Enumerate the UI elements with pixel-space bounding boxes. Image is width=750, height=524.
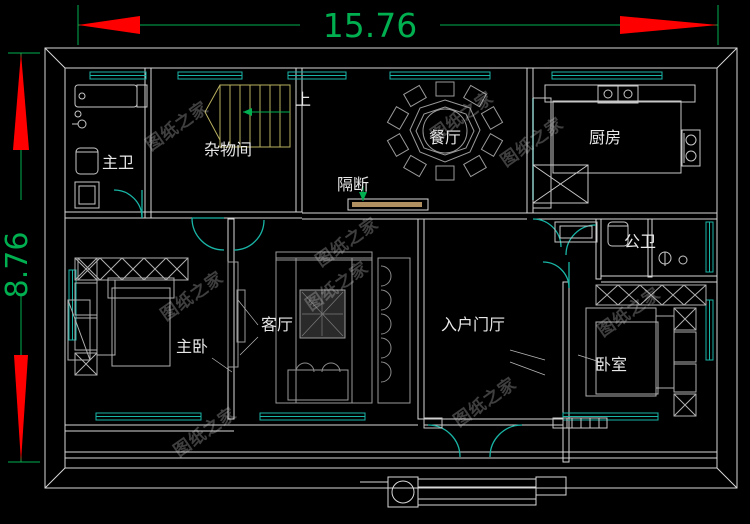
kitchen-fixtures [532, 84, 701, 243]
partition-element [347, 186, 429, 211]
label-master-bath: 主卫 [102, 153, 134, 172]
leader-lines [211, 299, 601, 376]
label-dining: 餐厅 [429, 128, 461, 147]
interior-walls [65, 67, 717, 463]
master-bath-fixtures [72, 84, 148, 209]
label-storage: 杂物间 [204, 140, 252, 159]
dimension-top [77, 5, 719, 45]
public-bath-fixtures [607, 221, 688, 266]
room-labels: 主卫 杂物间 上 隔断 餐厅 厨房 公卫 主卧 客厅 入户门厅 卧室 [102, 90, 656, 374]
stair-direction-arrow [243, 108, 290, 116]
label-partition: 隔断 [337, 175, 369, 194]
dim-top-value: 15.76 [323, 6, 417, 45]
master-bed-furniture [67, 257, 189, 376]
living-room-furniture [227, 251, 411, 404]
dimension-left [8, 52, 40, 463]
entry-details [423, 417, 608, 429]
dimension-text: 15.76 8.76 [0, 6, 417, 298]
dim-left-value: 8.76 [0, 232, 35, 299]
label-master-bed: 主卧 [176, 337, 208, 356]
label-bedroom: 卧室 [595, 355, 627, 374]
label-living: 客厅 [261, 315, 293, 334]
building-outline [44, 47, 738, 489]
label-entry-foyer: 入户门厅 [441, 315, 505, 334]
exterior-walls [44, 47, 738, 489]
bedroom-furniture [585, 284, 707, 417]
label-public-bath: 公卫 [624, 232, 656, 251]
porch-column [360, 476, 567, 508]
label-kitchen: 厨房 [589, 128, 621, 147]
door-swings [113, 189, 597, 458]
dining-table [409, 99, 481, 163]
staircase [204, 84, 291, 148]
windows [68, 71, 714, 421]
label-stair-up: 上 [295, 90, 311, 109]
